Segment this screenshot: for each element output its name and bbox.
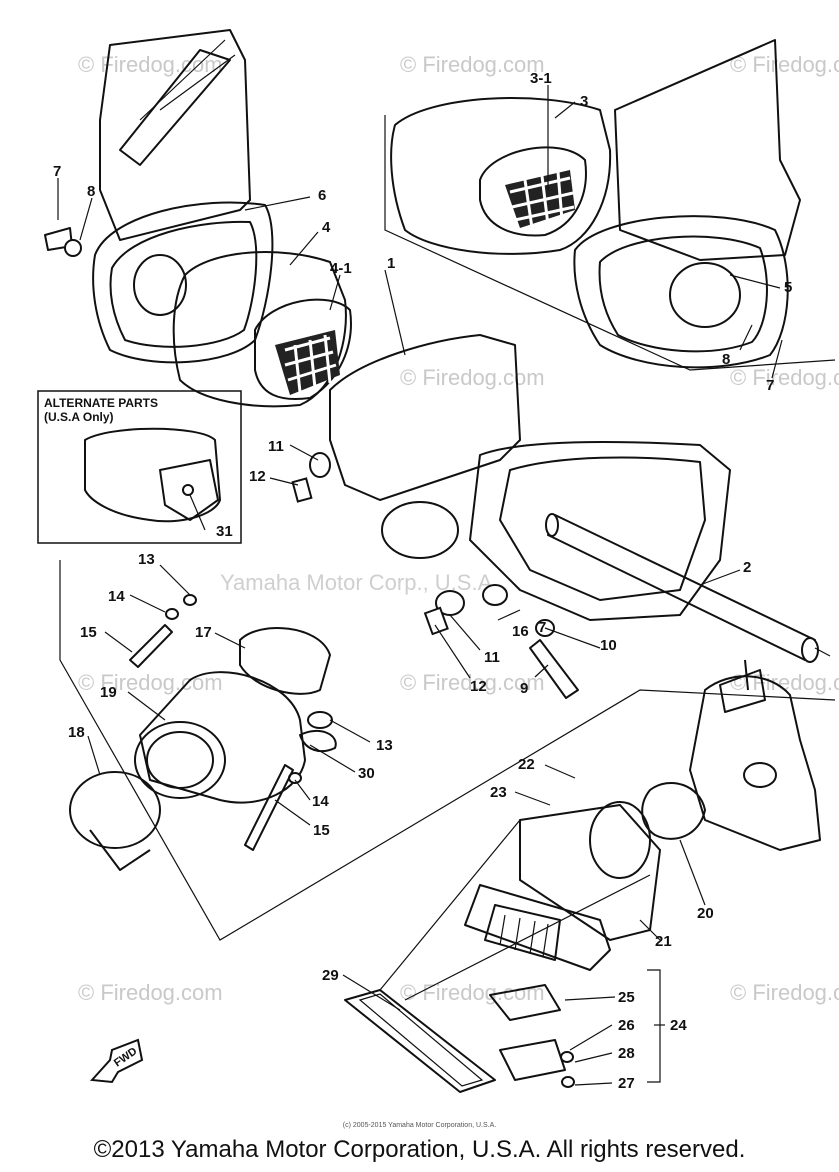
callout-label: 23	[490, 784, 507, 801]
callout-label: 22	[518, 756, 535, 773]
callout-label: 8	[87, 183, 95, 200]
callout-label: 21	[655, 933, 672, 950]
case-tube	[545, 513, 831, 663]
right-airbox-cover	[573, 39, 801, 369]
watermark-text: © Firedog.com	[400, 52, 545, 77]
watermark-text: © Firedog.com	[78, 52, 223, 77]
callout-label: 30	[358, 765, 375, 782]
watermark-center-text: Yamaha Motor Corp., U.S.A.	[220, 570, 498, 595]
callout-label: 15	[313, 822, 330, 839]
reed-petal-set	[489, 984, 575, 1088]
air-filter-case	[329, 334, 731, 621]
intake-joint-assembly	[69, 627, 331, 871]
callout-label: 4	[322, 219, 331, 236]
filter-grid-icon	[275, 330, 340, 395]
callout-label: 17	[195, 624, 212, 641]
callout-label: 29	[322, 967, 339, 984]
alternate-parts-title: ALTERNATE PARTS	[44, 396, 158, 410]
callout-label: 3	[580, 93, 588, 110]
group-outline	[59, 560, 836, 941]
fastener-group-left	[44, 227, 331, 668]
callout-label: 10	[600, 637, 617, 654]
diagram-copyright-small: (c) 2005-2015 Yamaha Motor Corporation, …	[342, 1122, 497, 1129]
callout-label: 18	[68, 724, 85, 741]
callout-label: 20	[697, 905, 714, 922]
watermark-text: © Firedog.com	[400, 365, 545, 390]
leader-lines	[57, 85, 783, 1086]
reed-valve-gasket	[344, 989, 496, 1093]
right-filter-element	[390, 97, 612, 255]
alternate-parts-box: ALTERNATE PARTS (U.S.A Only)	[37, 390, 242, 544]
callout-label: 24	[670, 1017, 687, 1034]
callout-label: 2	[743, 559, 751, 576]
callout-label: 15	[80, 624, 97, 641]
callout-label: 3-1	[530, 70, 552, 87]
callout-label: 13	[376, 737, 393, 754]
watermark-text: © Firedog.com	[730, 52, 839, 77]
watermark-text: © Firedog.com	[730, 980, 839, 1005]
callout-label: 12	[249, 468, 266, 485]
callout-label: 7	[766, 377, 774, 394]
watermark-text: © Firedog.com	[78, 670, 223, 695]
callout-label: 1	[387, 255, 395, 272]
callout-label: 26	[618, 1017, 635, 1034]
callout-label: 19	[100, 684, 117, 701]
callout-label: 7	[53, 163, 61, 180]
callout-label: 11	[484, 649, 500, 666]
callout-label: 11	[268, 438, 284, 455]
page-copyright: ©2013 Yamaha Motor Corporation, U.S.A. A…	[93, 1136, 746, 1163]
callout-labels: 1 2 3 3-1 4 4-1 5 6 7 7 7 8 8 9 10 11 11…	[53, 70, 792, 1092]
callout-label: 27	[618, 1075, 635, 1092]
group-outline	[384, 115, 836, 371]
air-intake-exploded-diagram: © Firedog.com © Firedog.com © Firedog.co…	[37, 29, 839, 1093]
callout-label: 13	[138, 551, 155, 568]
callout-label: 4-1	[330, 260, 352, 277]
reed-valve-manifold	[464, 801, 661, 971]
callout-label: 7	[538, 619, 546, 636]
carburetor	[641, 659, 821, 851]
watermark-text: © Firedog.com	[730, 365, 839, 390]
watermark-text: © Firedog.com	[400, 980, 545, 1005]
fastener-group-center	[244, 584, 579, 851]
callout-label: 6	[318, 187, 326, 204]
callout-label: 8	[722, 351, 730, 368]
left-filter-element	[172, 251, 352, 408]
callout-label: 5	[784, 279, 792, 296]
callout-label: 31	[216, 523, 233, 540]
callout-label: 14	[108, 588, 125, 605]
callout-label: 14	[312, 793, 329, 810]
group-outline	[379, 819, 651, 1001]
alternate-parts-subtitle: (U.S.A Only)	[44, 410, 114, 424]
forward-direction-arrow: FWD	[89, 1038, 144, 1084]
watermark-text: © Firedog.com	[78, 980, 223, 1005]
callout-label: 25	[618, 989, 635, 1006]
left-airbox-cover	[92, 29, 274, 364]
callout-label: 12	[470, 678, 487, 695]
filter-grid-icon	[505, 170, 575, 229]
callout-label: 28	[618, 1045, 635, 1062]
callout-label: 16	[512, 623, 529, 640]
watermark-text: © Firedog.com	[400, 670, 545, 695]
callout-label: 9	[520, 680, 528, 697]
